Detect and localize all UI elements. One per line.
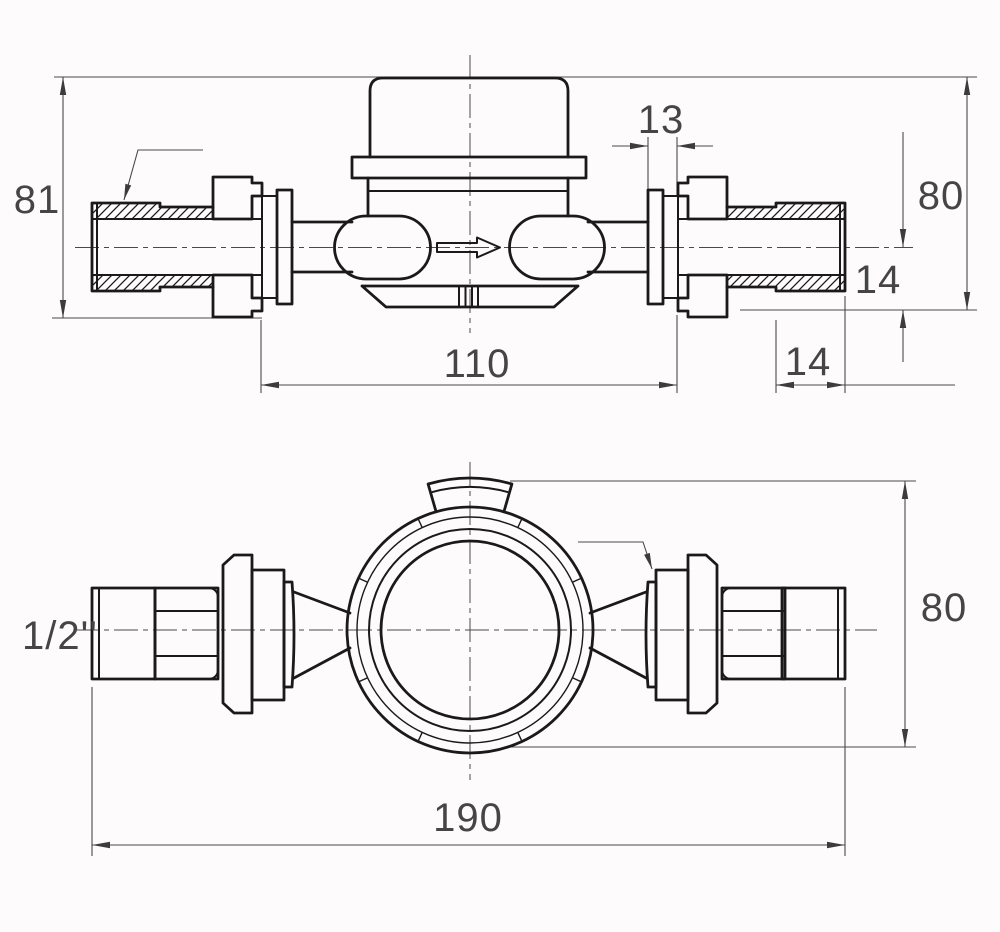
lid-hinge-tab bbox=[426, 476, 514, 514]
centerlines-bottom-view bbox=[75, 462, 877, 780]
dim-label-axis-offset: 14 bbox=[855, 258, 902, 302]
inlet-chamber bbox=[333, 214, 432, 281]
hex-flats-left bbox=[153, 586, 220, 681]
outlet-chamber bbox=[508, 214, 606, 281]
union-nut-right bbox=[676, 175, 729, 319]
dim-label-overall-height: 81 bbox=[14, 178, 61, 222]
dim-label-overall-length: 190 bbox=[433, 796, 503, 840]
gasket-rim-left bbox=[282, 580, 296, 689]
connector-right bbox=[588, 553, 847, 715]
flow-direction-arrow bbox=[436, 236, 501, 259]
union-nut-left bbox=[211, 175, 264, 319]
register-collar-ring bbox=[350, 155, 588, 180]
meter-body bbox=[290, 76, 650, 309]
dim-label-union-engagement: 13 bbox=[638, 98, 685, 142]
meter-base bbox=[360, 284, 580, 309]
dimension-lines-top-view bbox=[52, 76, 977, 393]
hex-flats-right bbox=[720, 586, 787, 681]
gasket-right bbox=[662, 195, 679, 299]
union-flange-right bbox=[686, 553, 719, 715]
bezel-ticks bbox=[358, 518, 582, 742]
gasket-rim-right bbox=[644, 580, 658, 689]
dim-label-connection-size: 1/2'' bbox=[22, 614, 98, 658]
union-flange-left bbox=[221, 553, 254, 715]
meter-face bbox=[345, 476, 595, 755]
top-view-side-section: 81 13 80 14 110 14 bbox=[14, 55, 977, 393]
connector-left bbox=[90, 553, 352, 715]
leader-callout-gasket bbox=[578, 541, 653, 570]
bottom-view-plan: 1/2'' 190 80 bbox=[22, 462, 968, 856]
dimension-lines-bottom-view bbox=[91, 480, 916, 856]
centerlines-top-view bbox=[75, 55, 913, 333]
register-cap bbox=[368, 76, 570, 159]
dim-label-meter-length: 110 bbox=[444, 342, 511, 386]
dim-label-body-height: 80 bbox=[921, 586, 968, 630]
dim-label-thread-length: 14 bbox=[785, 340, 832, 384]
dim-label-right-height: 80 bbox=[918, 174, 965, 218]
pipe-flange-left bbox=[275, 188, 294, 306]
leader-callout-tailpiece bbox=[123, 149, 203, 201]
tailpiece-right bbox=[678, 201, 847, 293]
